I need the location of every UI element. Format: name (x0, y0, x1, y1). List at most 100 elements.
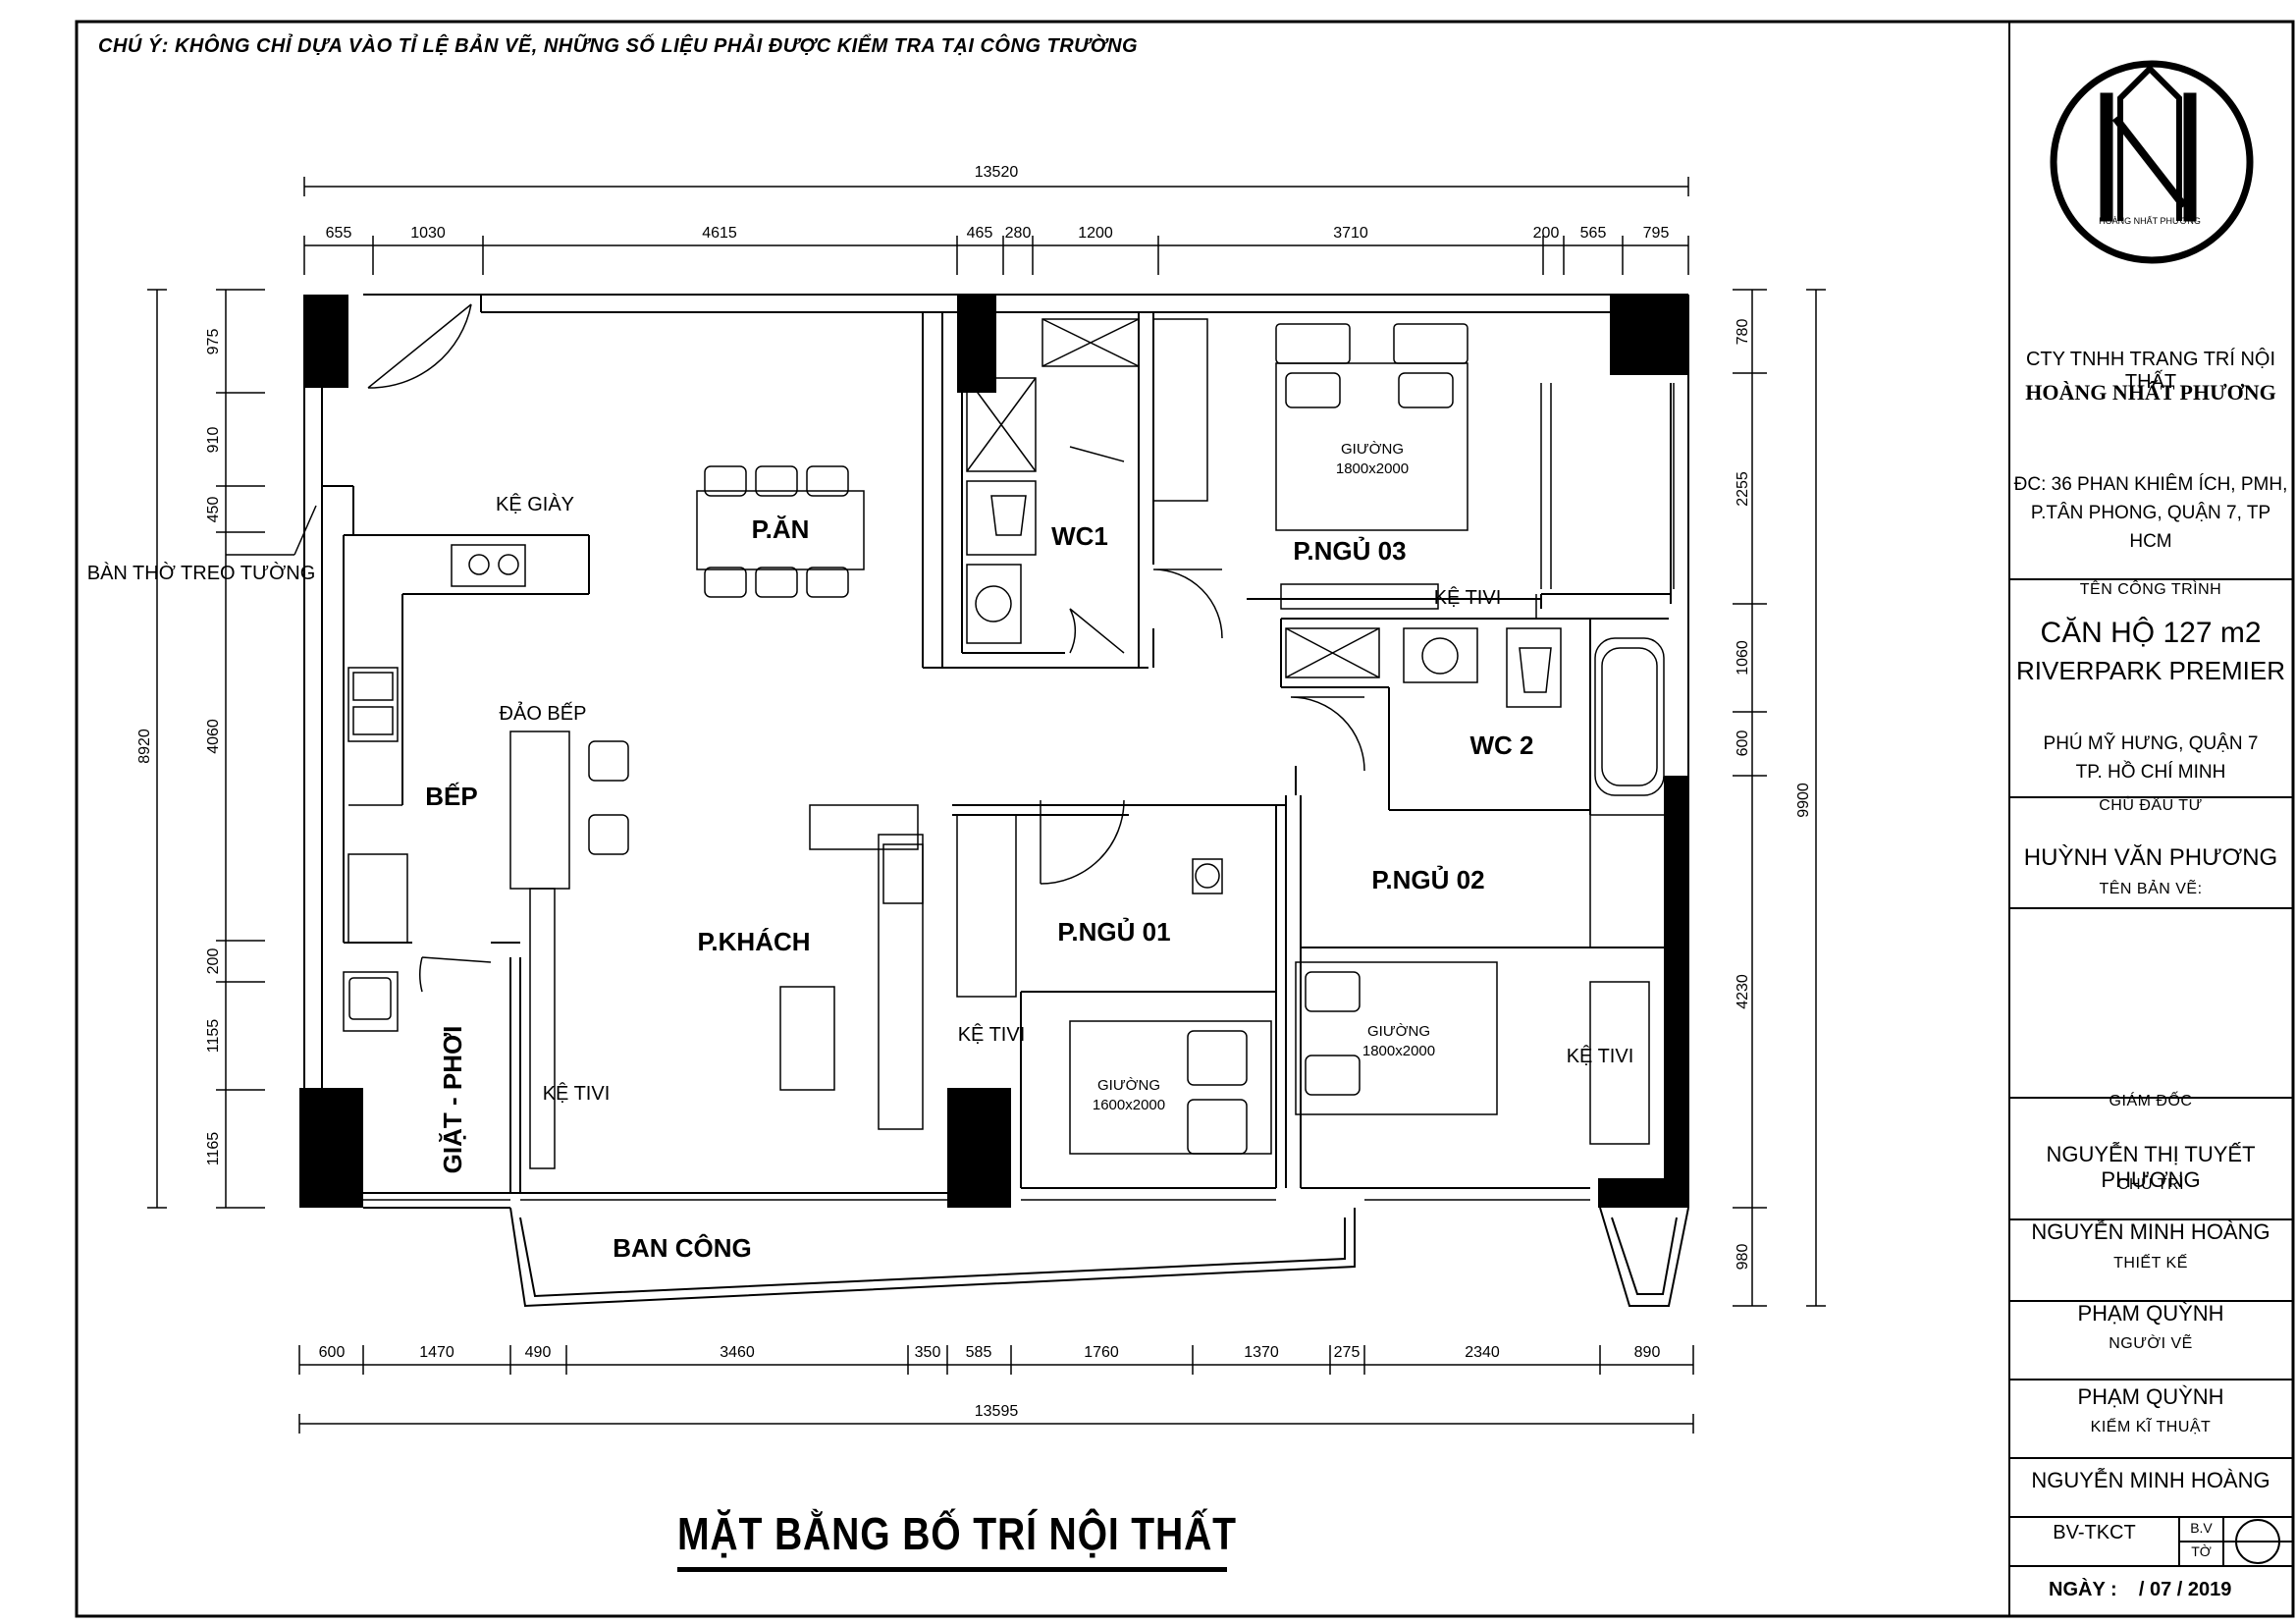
dim-top-9: 565 (1580, 225, 1607, 242)
company-logo: HOÀNG NHẤT PHƯƠNG (2050, 60, 2254, 264)
dim-right-6: 980 (1735, 1244, 1751, 1271)
dim-bottom-10: 2340 (1465, 1344, 1500, 1361)
dining-set (696, 465, 865, 598)
room-label-kitchen: BẾP (425, 782, 477, 811)
label-tv-bedroom2: KỆ TIVI (1567, 1045, 1634, 1067)
dim-bottom-11: 890 (1634, 1344, 1661, 1361)
dim-bottom-1: 600 (319, 1344, 346, 1361)
dim-top-3: 4615 (702, 225, 737, 242)
dim-bottom-5: 350 (915, 1344, 941, 1361)
dim-top-total: 13520 (975, 164, 1019, 181)
bed2-size: 1800x2000 (1362, 1043, 1435, 1059)
label-shoe-rack: KỆ GIÀY (496, 493, 574, 515)
dim-bottom-4: 3460 (720, 1344, 755, 1361)
bedroom1-fixtures (956, 814, 1272, 1155)
dim-top-5: 280 (1005, 225, 1032, 242)
kitchen-fixtures (343, 544, 629, 1169)
dim-right-1: 780 (1735, 319, 1751, 346)
designer-name: PHẠM QUỲNH (2077, 1301, 2224, 1326)
room-label-bedroom3: P.NGỦ 03 (1293, 535, 1406, 566)
bed-labels: GIƯỜNG 1800x2000 GIƯỜNG 1600x2000 GIƯỜNG… (1093, 441, 1435, 1113)
drawing-title-underline (677, 1567, 1227, 1572)
dim-top-4: 465 (967, 225, 993, 242)
fixture-labels: KỆ GIÀY BÀN THỜ TREO TƯỜNG ĐẢO BẾP KỆ TI… (87, 493, 1634, 1105)
dimension-text: 13520 655 1030 4615 465 280 1200 3710 20… (319, 164, 1670, 1420)
tech-name: NGUYỄN MINH HOÀNG (2031, 1468, 2270, 1492)
dim-bottom-6: 585 (966, 1344, 992, 1361)
bed3-label: GIƯỜNG (1341, 441, 1404, 458)
bathroom-fixtures (966, 318, 1665, 796)
columns (299, 295, 1688, 1208)
dim-left-6: 1155 (205, 1019, 222, 1054)
dim-left-1: 975 (205, 329, 222, 355)
date: NGÀY : / 07 / 2019 (2049, 1579, 2232, 1600)
address-line2: P.TÂN PHONG, QUẬN 7, TP (2030, 503, 2271, 523)
room-labels: P.ĂN WC1 P.NGỦ 03 WC 2 BẾP P.KHÁCH P.NGỦ… (425, 514, 1533, 1263)
doors (367, 303, 1365, 993)
room-label-laundry: GIẶT - PHƠI (438, 1026, 467, 1174)
drafter-name: PHẠM QUỲNH (2077, 1384, 2224, 1409)
dim-left-5: 200 (205, 948, 222, 975)
lead-name: NGUYỄN MINH HOÀNG (2031, 1219, 2270, 1244)
dimension-text-vertical: 8920 975 910 450 4060 200 1155 1165 780 … (136, 319, 1812, 1271)
label-island: ĐẢO BẾP (500, 702, 587, 725)
sheet-border (75, 20, 2295, 1618)
address-line1: ĐC: 36 PHAN KHIÊM ÍCH, PMH, (2013, 474, 2288, 495)
bedroom2-fixtures (1295, 814, 1670, 1145)
project-line2: RIVERPARK PREMIER (2015, 656, 2285, 685)
sheet-number-circle (2235, 1519, 2280, 1564)
dim-left-4: 4060 (205, 719, 222, 754)
director-name: NGUYỄN THỊ TUYẾT PHƯƠNG (2046, 1142, 2256, 1192)
dim-left-7: 1165 (205, 1132, 222, 1166)
room-label-dining: P.ĂN (752, 514, 810, 544)
logo-text: HOÀNG NHẤT PHƯƠNG (2099, 216, 2201, 226)
project-caption: TÊN CÔNG TRÌNH (2079, 581, 2222, 598)
room-label-wc2: WC 2 (1470, 731, 1534, 760)
dim-right-2: 2255 (1735, 471, 1751, 507)
lead-caption: CHỦ TRÌ (2116, 1176, 2185, 1193)
dim-left-2: 910 (205, 427, 222, 454)
room-label-bedroom2: P.NGỦ 02 (1371, 864, 1484, 894)
bedroom3-fixtures (1152, 318, 1468, 610)
altar-leader (226, 505, 317, 556)
label-tv-bedroom1: KỆ TIVI (958, 1023, 1026, 1046)
dim-top-10: 795 (1643, 225, 1670, 242)
dim-bottom-8: 1370 (1244, 1344, 1279, 1361)
dim-top-6: 1200 (1078, 225, 1113, 242)
room-label-living: P.KHÁCH (697, 927, 810, 956)
tu-label: TỜ (2191, 1543, 2212, 1559)
title-block-frame (2008, 22, 2293, 1616)
bed1-size: 1600x2000 (1093, 1097, 1165, 1113)
dim-bottom-3: 490 (525, 1344, 552, 1361)
dim-top-8: 200 (1533, 225, 1560, 242)
balcony-outline (509, 1207, 1689, 1308)
dim-bottom-7: 1760 (1084, 1344, 1119, 1361)
company-line1: CTY TNHH TRANG TRÍ NỘI THẤT (2025, 349, 2276, 393)
dim-bottom-total: 13595 (975, 1403, 1019, 1420)
dim-left-total: 8920 (136, 729, 153, 764)
investor-name: HUỲNH VĂN PHƯƠNG (2023, 844, 2278, 871)
living-fixtures (779, 804, 924, 1130)
bed1-label: GIƯỜNG (1097, 1077, 1160, 1094)
room-label-balcony: BAN CÔNG (613, 1233, 752, 1263)
dim-right-4: 600 (1735, 731, 1751, 757)
label-altar: BÀN THỜ TREO TƯỜNG (87, 562, 316, 584)
room-label-wc1: WC1 (1051, 521, 1108, 551)
dimension-lines (147, 177, 1826, 1434)
sheet-caption: TÊN BẢN VẼ: (2099, 881, 2203, 897)
windows (363, 383, 1675, 1201)
bed3-size: 1800x2000 (1336, 460, 1409, 477)
dim-bottom-9: 275 (1334, 1344, 1361, 1361)
label-tv-bedroom3: KỆ TIVI (1434, 586, 1502, 609)
design-caption: THIẾT KẾ (2113, 1255, 2188, 1272)
bed2-label: GIƯỜNG (1367, 1023, 1430, 1040)
address-line3: HCM (2129, 531, 2172, 552)
location-line1: PHÚ MỸ HƯNG, QUẬN 7 (2043, 733, 2259, 754)
tech-caption: KIỂM KĨ THUẬT (2090, 1419, 2212, 1435)
label-tv-living: KỆ TIVI (543, 1082, 611, 1105)
title-block: CTY TNHH TRANG TRÍ NỘI THẤT HOÀNG NHẤT P… (2009, 20, 2294, 1614)
dim-right-total: 9900 (1795, 783, 1812, 818)
drafter-caption: NGƯỜI VẼ (2109, 1335, 2193, 1352)
project-line1: CĂN HỘ 127 m2 (2040, 617, 2262, 649)
company-line2: HOÀNG NHẤT PHƯƠNG (2025, 380, 2276, 405)
